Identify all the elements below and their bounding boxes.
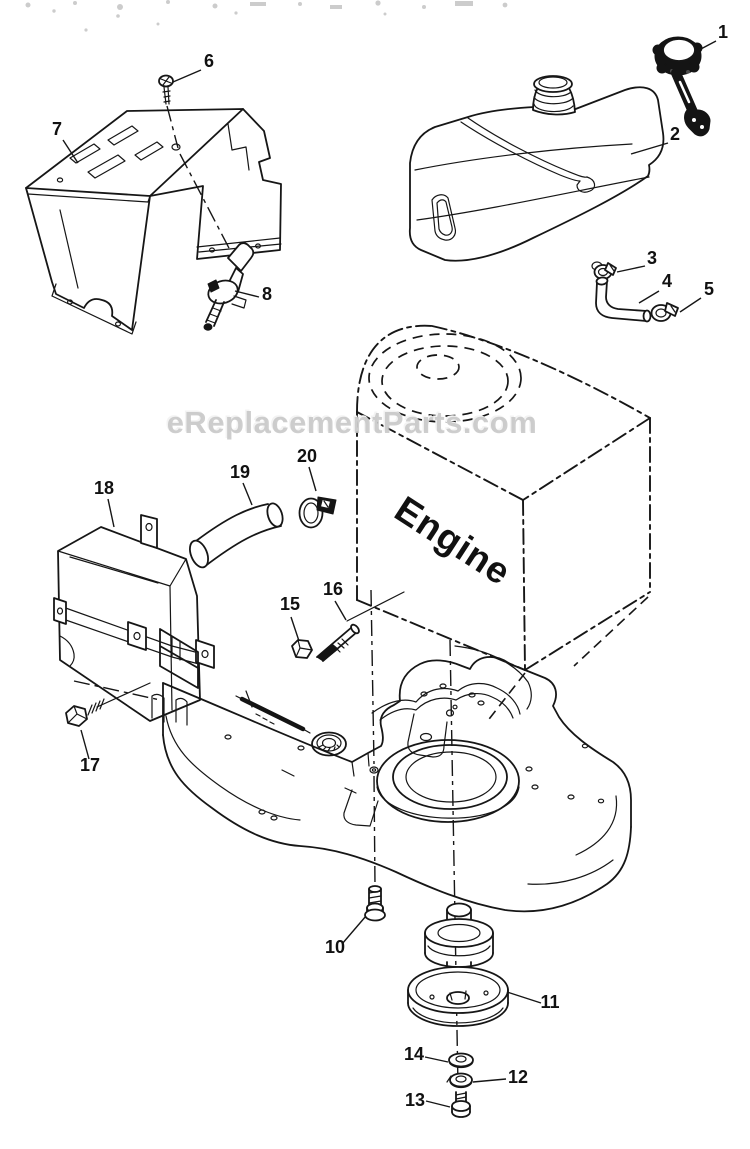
part-label-2: 2 bbox=[670, 124, 680, 144]
part-label-12: 12 bbox=[508, 1067, 528, 1087]
part-17-bolt bbox=[65, 682, 151, 727]
part-label-17: 17 bbox=[80, 755, 100, 775]
part-label-6: 6 bbox=[204, 51, 214, 71]
engine-label: Engine bbox=[388, 488, 519, 593]
part-label-10: 10 bbox=[325, 937, 345, 957]
part-6-screw bbox=[158, 74, 231, 251]
stud-axis-line bbox=[346, 591, 405, 622]
tank-handle-recess bbox=[431, 194, 457, 241]
part-label-3: 3 bbox=[647, 248, 657, 268]
part-label-11: 11 bbox=[540, 992, 559, 1012]
part-19-hose bbox=[189, 502, 284, 569]
part-4-fuel-elbow bbox=[595, 276, 652, 323]
scan-noise bbox=[25, 0, 508, 32]
svg-text:eReplacementParts.com: eReplacementParts.com bbox=[165, 404, 536, 439]
svg-text:eReplacementParts.com: eReplacementParts.com bbox=[167, 405, 538, 440]
frame-holes bbox=[224, 683, 605, 821]
bolt-axis-line bbox=[96, 682, 151, 708]
part-15-nut bbox=[291, 639, 313, 659]
part-13-bolt bbox=[451, 1091, 471, 1118]
engine-phantom-box: Engine bbox=[356, 324, 651, 671]
tank-strap bbox=[467, 117, 588, 178]
part-label-5: 5 bbox=[704, 279, 714, 299]
part-label-13: 13 bbox=[405, 1090, 425, 1110]
part-2-fuel-tank bbox=[408, 75, 665, 271]
part-14-washer bbox=[448, 1052, 474, 1069]
part-11-pulley bbox=[407, 902, 509, 1027]
part-16-stud bbox=[316, 591, 405, 662]
part-5-clamp bbox=[650, 302, 679, 322]
part-label-19: 19 bbox=[230, 462, 250, 482]
part-label-20: 20 bbox=[297, 446, 317, 466]
part-label-15: 15 bbox=[280, 594, 300, 614]
part-1-fuel-cap bbox=[652, 36, 711, 137]
part-label-7: 7 bbox=[52, 119, 62, 139]
part-20-hose-clamp bbox=[298, 496, 337, 529]
part-label-14: 14 bbox=[404, 1044, 424, 1064]
watermark: eReplacementParts.com eReplacementParts.… bbox=[165, 404, 537, 441]
part-label-16: 16 bbox=[323, 579, 343, 599]
engine-mount-ring bbox=[376, 739, 520, 823]
part-18-cover bbox=[53, 514, 215, 726]
screw-axis-line bbox=[166, 105, 179, 149]
flywheel-outline bbox=[368, 333, 522, 423]
frame-chassis bbox=[159, 628, 632, 913]
part-12-lock-washer bbox=[446, 1072, 473, 1089]
callouts: 1 2 3 4 5 6 7 8 10 11 12 13 14 15 16 17 … bbox=[52, 22, 728, 1110]
part-10-bolt bbox=[364, 885, 386, 922]
part-8-valve bbox=[203, 242, 255, 331]
part-7-shroud bbox=[25, 108, 282, 335]
part-label-8: 8 bbox=[262, 284, 272, 304]
part-label-1: 1 bbox=[718, 22, 728, 42]
part-label-18: 18 bbox=[94, 478, 114, 498]
part-label-4: 4 bbox=[662, 271, 672, 291]
part-3-clamp bbox=[593, 262, 617, 280]
spindle-hole bbox=[311, 731, 347, 757]
